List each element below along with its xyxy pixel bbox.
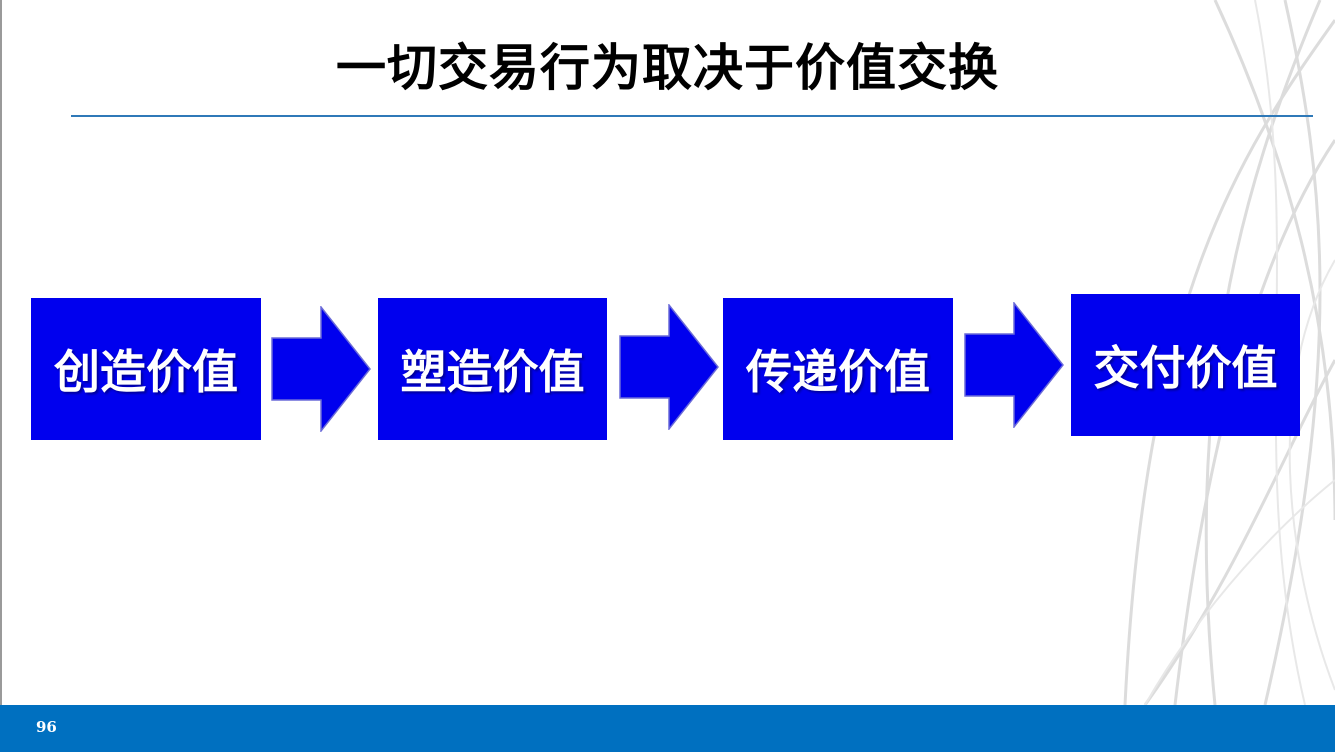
step-deliver-value: 传递价值	[723, 298, 953, 440]
title-divider	[71, 115, 1313, 117]
swirl-lines-decoration	[1123, 0, 1335, 705]
step-shape-value: 塑造价值	[378, 298, 607, 440]
step-create-value: 创造价值	[31, 298, 261, 440]
right-arrow-icon	[964, 302, 1064, 428]
footer-bar	[0, 705, 1335, 752]
step-handover-value: 交付价值	[1071, 294, 1300, 436]
page-number: 96	[36, 718, 57, 736]
right-arrow-icon	[271, 306, 371, 432]
slide-title: 一切交易行为取决于价值交换	[336, 39, 999, 97]
slide-left-border	[0, 0, 2, 752]
right-arrow-icon	[619, 304, 719, 430]
